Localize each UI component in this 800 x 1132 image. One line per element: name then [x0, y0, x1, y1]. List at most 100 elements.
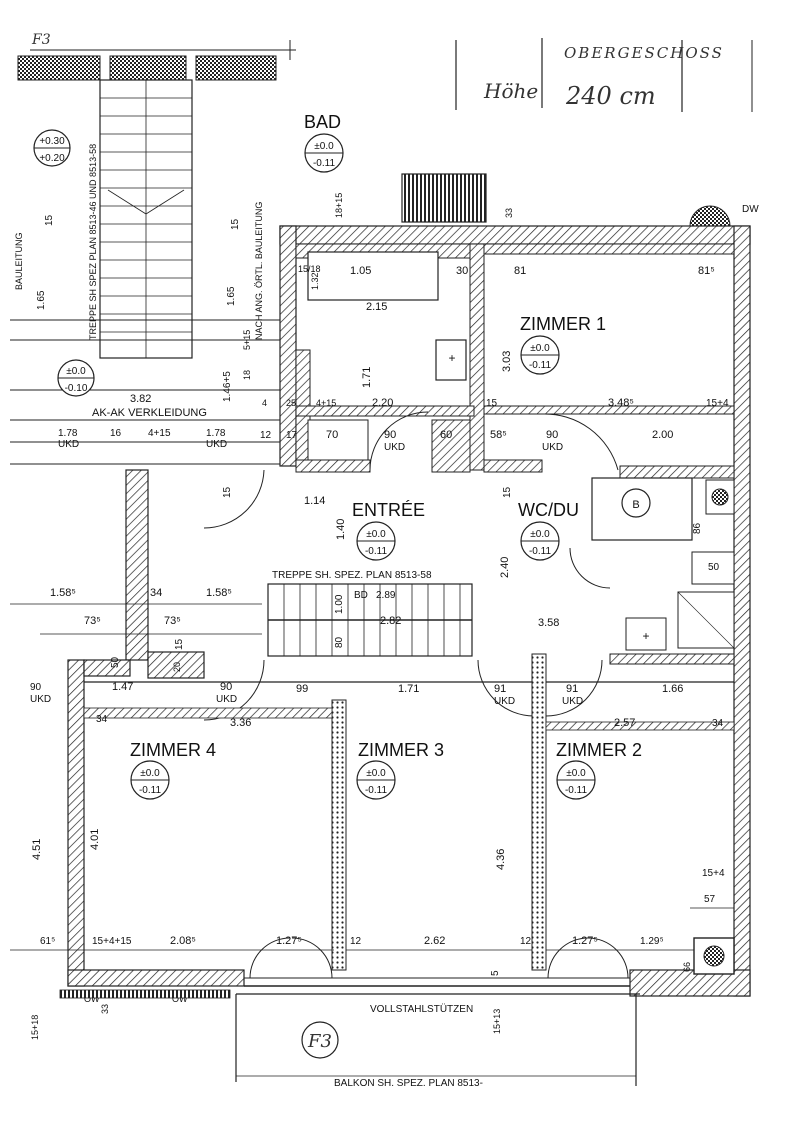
svg-text:2.82: 2.82 [380, 615, 401, 627]
svg-text:5: 5 [490, 970, 501, 976]
svg-text:4.36: 4.36 [495, 849, 507, 870]
svg-text:90: 90 [220, 681, 232, 693]
svg-text:2.89: 2.89 [376, 590, 396, 601]
svg-text:3.36: 3.36 [230, 717, 251, 729]
svg-text:2.57: 2.57 [614, 717, 635, 729]
note-ak-verkleidung: AK-AK VERKLEIDUNG [92, 407, 207, 419]
svg-text:30: 30 [456, 265, 468, 277]
svg-text:1.71: 1.71 [361, 367, 373, 388]
room-zimmer3: ZIMMER 3 ±0.0 -0.11 4.36 12 2.62 12 5 [346, 740, 532, 976]
svg-text:3.48⁵: 3.48⁵ [608, 397, 634, 409]
room-name-zimmer4: ZIMMER 4 [130, 740, 216, 760]
outer-walls [67, 225, 751, 997]
svg-text:UKD: UKD [206, 439, 227, 450]
svg-text:-0.11: -0.11 [139, 785, 161, 796]
svg-text:1.71: 1.71 [398, 683, 419, 695]
svg-text:±0.0: ±0.0 [566, 768, 586, 779]
svg-text:34: 34 [96, 714, 108, 725]
note-balkon: BALKON SH. SPEZ. PLAN 8513- [334, 1078, 483, 1089]
svg-text:33: 33 [100, 1004, 110, 1014]
corridor-dims: 1.58⁵ 34 1.58⁵ 73⁵ 73⁵ 50 15 20 1.47 90 … [10, 587, 262, 705]
svg-text:90: 90 [384, 429, 396, 441]
sink [435, 339, 467, 381]
stair-left: TREPPE SH SPEZ PLAN 8513-46 UND 8513-58 … [10, 55, 280, 465]
svg-text:-0.11: -0.11 [529, 546, 551, 557]
svg-text:15/18: 15/18 [298, 264, 321, 274]
svg-text:1.05: 1.05 [350, 265, 371, 277]
skylight-grate [401, 173, 487, 223]
svg-text:-0.11: -0.11 [529, 360, 551, 371]
svg-text:+: + [448, 351, 455, 365]
svg-text:18+15: 18+15 [334, 193, 344, 218]
balcony-ref: F3 [307, 1031, 332, 1052]
svg-text:1.78: 1.78 [58, 428, 78, 439]
room-name-zimmer2: ZIMMER 2 [556, 740, 642, 760]
height-value: 240 cm [565, 82, 656, 110]
svg-text:+: + [642, 629, 649, 643]
svg-text:17: 17 [286, 430, 298, 441]
svg-text:2.00: 2.00 [652, 429, 673, 441]
room-zimmer1: ZIMMER 1 ±0.0 -0.11 81 81⁵ 3.03 15 3.48⁵… [483, 243, 735, 479]
wc-symbol: B [632, 499, 639, 511]
stair-main: TREPPE SH. SPEZ. PLAN 8513-58 BD 2.89 2.… [267, 570, 473, 657]
svg-text:60: 60 [440, 429, 452, 441]
room-wcdu: B 86 50 + WC/DU ±0.0 -0.11 2.40 15 3.58 [499, 477, 735, 665]
svg-text:±0.0: ±0.0 [366, 529, 386, 540]
svg-text:1.65: 1.65 [226, 286, 237, 306]
svg-text:UKD: UKD [494, 696, 515, 707]
svg-text:90: 90 [30, 682, 42, 693]
svg-text:1.40: 1.40 [335, 519, 347, 540]
svg-text:±0.0: ±0.0 [314, 141, 334, 152]
wall-z3-z2 [531, 653, 547, 971]
balcony: VOLLSTAHLSTÜTZEN F3 BALKON SH. SPEZ. PLA… [30, 989, 640, 1089]
svg-text:UKD: UKD [30, 694, 51, 705]
svg-text:BD: BD [354, 590, 368, 601]
svg-text:2.40: 2.40 [499, 557, 511, 578]
svg-text:15: 15 [222, 486, 233, 498]
svg-text:15+18: 15+18 [30, 1015, 40, 1040]
svg-text:1.29⁵: 1.29⁵ [640, 936, 664, 947]
svg-text:15: 15 [486, 398, 498, 409]
height-label: Höhe [483, 79, 538, 103]
wall-z4-z3 [331, 699, 347, 971]
svg-text:1.46+5: 1.46+5 [222, 371, 233, 402]
svg-text:-0.11: -0.11 [313, 158, 335, 169]
room-zimmer4: ZIMMER 4 ±0.0 -0.11 34 3.36 4.01 4.51 61… [10, 714, 334, 979]
svg-text:1.00: 1.00 [334, 594, 345, 614]
svg-text:12: 12 [350, 936, 362, 947]
svg-text:3.03: 3.03 [501, 351, 513, 372]
svg-text:15+4: 15+4 [702, 868, 725, 879]
svg-text:91: 91 [566, 683, 578, 695]
landing-level-bottom: -0.10 [65, 383, 88, 394]
svg-text:3.82: 3.82 [130, 393, 151, 405]
svg-text:±0.0: ±0.0 [530, 529, 550, 540]
svg-text:4+15: 4+15 [316, 398, 336, 408]
svg-text:1.27⁵: 1.27⁵ [572, 935, 598, 947]
room-name-zimmer1: ZIMMER 1 [520, 314, 606, 334]
note-ow-left: OW [84, 994, 100, 1004]
note-dw: DW [742, 204, 759, 215]
svg-text:15: 15 [502, 486, 513, 498]
svg-text:15: 15 [230, 218, 241, 230]
svg-text:UKD: UKD [58, 439, 79, 450]
svg-text:15+4+15: 15+4+15 [92, 936, 132, 947]
landing-level-top: ±0.0 [66, 366, 86, 377]
svg-text:73⁵: 73⁵ [164, 615, 181, 627]
svg-text:18: 18 [242, 370, 252, 380]
svg-text:-0.11: -0.11 [365, 785, 387, 796]
svg-text:±0.0: ±0.0 [530, 343, 550, 354]
sheet-ref: F3 [31, 32, 51, 48]
note-ow-right: OW [172, 994, 188, 1004]
svg-text:4.51: 4.51 [31, 839, 43, 860]
svg-text:UKD: UKD [384, 442, 405, 453]
bad-area: + 1.05 30 15/18 1.32 2.15 1.71 2.20 25 4… [286, 243, 485, 473]
room-bad-label: BAD ±0.0 -0.11 [304, 112, 344, 173]
stair-level-bottom: +0.20 [39, 153, 65, 164]
svg-text:86: 86 [692, 522, 703, 534]
stair-level-top: +0.30 [39, 136, 65, 147]
svg-text:15: 15 [44, 214, 55, 226]
svg-text:66: 66 [682, 962, 692, 972]
room-name-zimmer3: ZIMMER 3 [358, 740, 444, 760]
header-area: F3 OBERGESCHOSS Höhe 240 cm [30, 32, 753, 112]
svg-text:90: 90 [546, 429, 558, 441]
